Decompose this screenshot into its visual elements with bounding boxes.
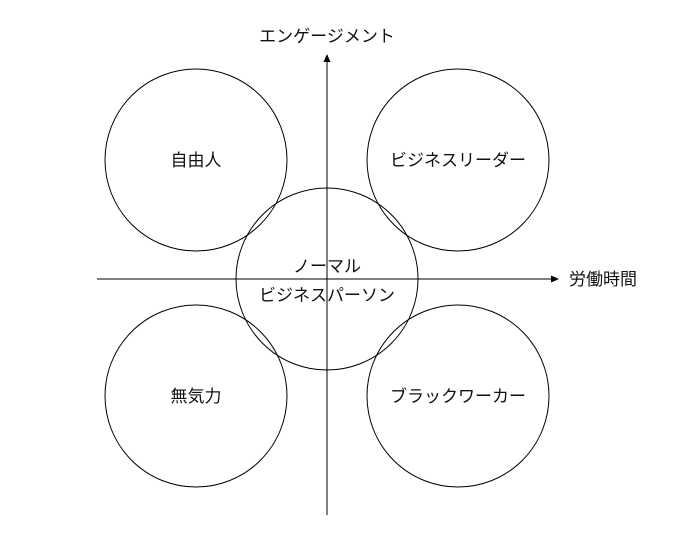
vertical-axis-arrow-icon (323, 54, 331, 62)
y-axis-label: エンゲージメント (259, 27, 395, 47)
label-bottom-right: ブラックワーカー (390, 386, 526, 407)
horizontal-axis-arrow-icon (551, 275, 559, 283)
circle-bottom-right (366, 304, 550, 488)
x-axis-label: 労働時間 (569, 270, 637, 290)
circle-top-left (104, 68, 288, 252)
label-center-line1: ノーマル (293, 257, 361, 277)
circle-top-right (366, 68, 550, 252)
label-center-line2: ビジネスパーソン (259, 286, 395, 306)
circle-bottom-left (104, 304, 288, 488)
label-top-left: 自由人 (171, 151, 222, 171)
label-bottom-left: 無気力 (171, 387, 222, 407)
label-top-right: ビジネスリーダー (390, 151, 526, 171)
